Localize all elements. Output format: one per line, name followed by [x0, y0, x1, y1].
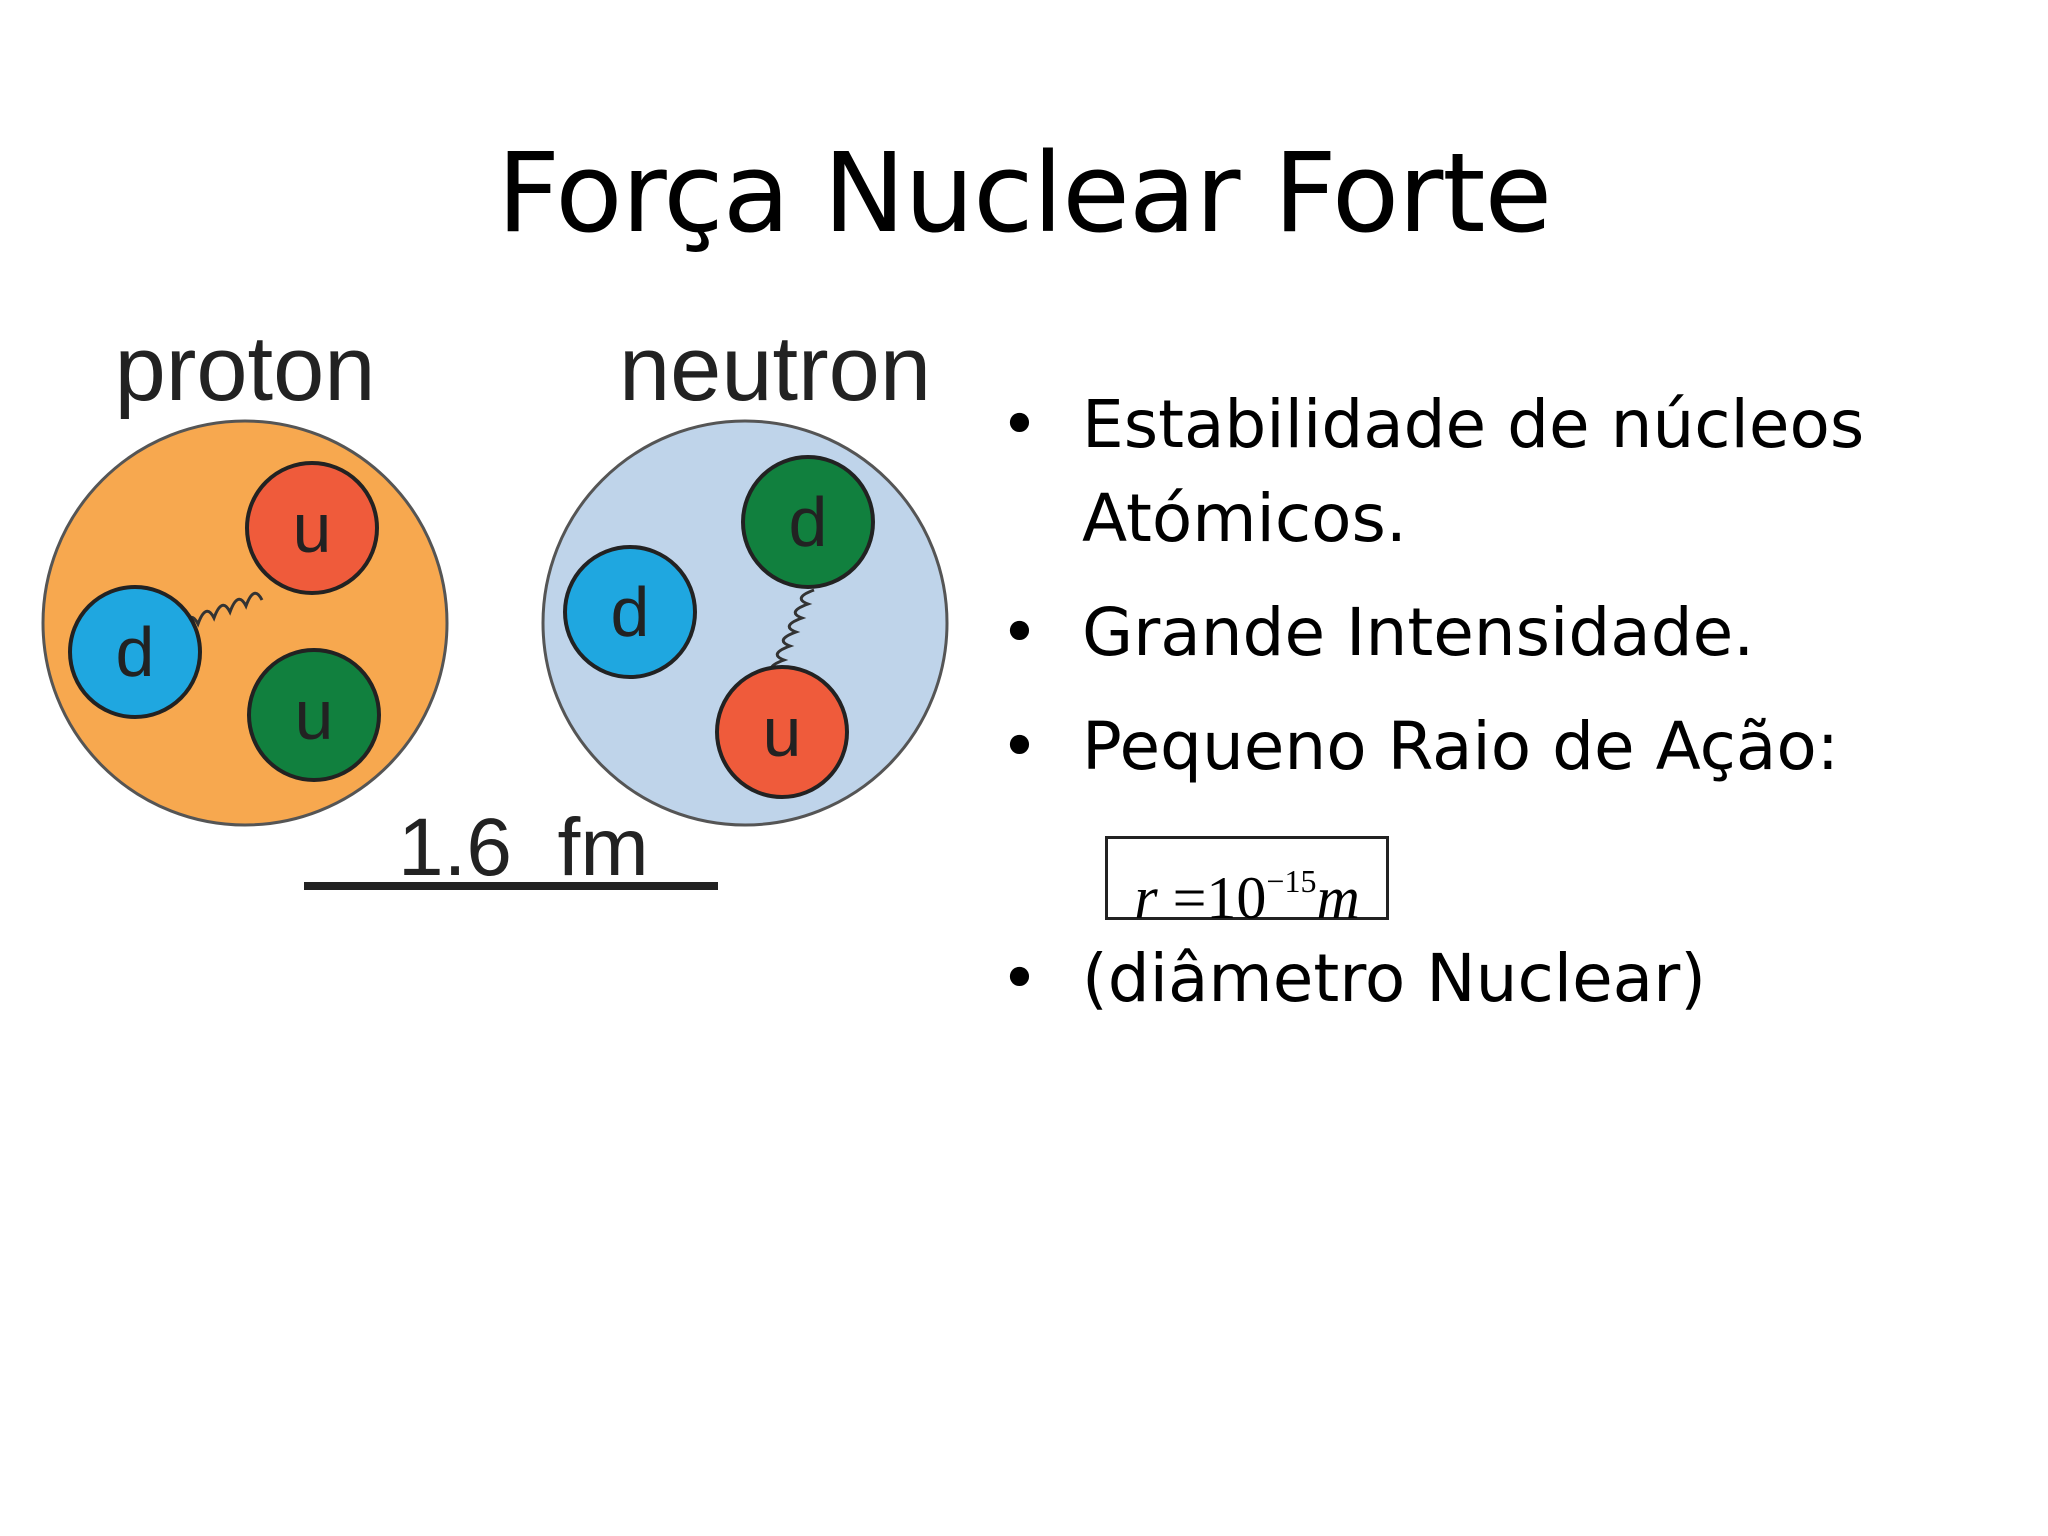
proton-quark-up-bottom — [247, 648, 381, 782]
proton-quark-label-2: d — [116, 613, 155, 691]
proton-quark-label-3: u — [295, 676, 334, 754]
formula-variable: r — [1134, 865, 1158, 931]
neutron-quark-label-1: d — [789, 483, 828, 561]
bullet-range: Pequeno Raio de Ação: — [1000, 700, 2000, 794]
neutron-quark-label-3: u — [763, 693, 802, 771]
bullet-diameter: (diâmetro Nuclear) — [1000, 932, 2000, 1026]
proton-gluon-spring — [180, 591, 264, 631]
range-formula: r =10−15m — [1105, 836, 1389, 931]
formula-exponent: −15 — [1266, 863, 1317, 899]
bullet-list-2: (diâmetro Nuclear) — [1000, 932, 2000, 1026]
scale-bar — [304, 882, 718, 890]
neutron-label: neutron — [619, 318, 931, 420]
bullet-intensity: Grande Intensidade. — [1000, 586, 2000, 680]
formula-equals: = — [1172, 865, 1207, 931]
nucleon-diagram-svg: proton neutron u d u d d u 1.6 fm — [41, 318, 949, 893]
slide-title: Força Nuclear Forte — [496, 129, 1552, 257]
scale-label: 1.6 fm — [398, 802, 649, 893]
proton-quark-down — [68, 585, 202, 719]
formula-unit: m — [1316, 865, 1360, 931]
bullet-list: Estabilidade de núcleos Atómicos. Grande… — [1000, 378, 2000, 794]
formula-base: 10 — [1206, 865, 1267, 931]
nucleon-diagram: proton neutron u d u d d u 1.6 fm — [0, 300, 1000, 940]
neutron-quark-down-left — [563, 545, 697, 679]
neutron-quark-up — [715, 665, 849, 799]
bullet-stability: Estabilidade de núcleos Atómicos. — [1000, 378, 2000, 566]
proton-quark-label-1: u — [293, 489, 332, 567]
proton-quark-up-top — [245, 461, 379, 595]
proton-label: proton — [115, 318, 376, 420]
neutron-quark-label-2: d — [611, 573, 650, 651]
neutron-quark-down-top — [741, 455, 875, 589]
